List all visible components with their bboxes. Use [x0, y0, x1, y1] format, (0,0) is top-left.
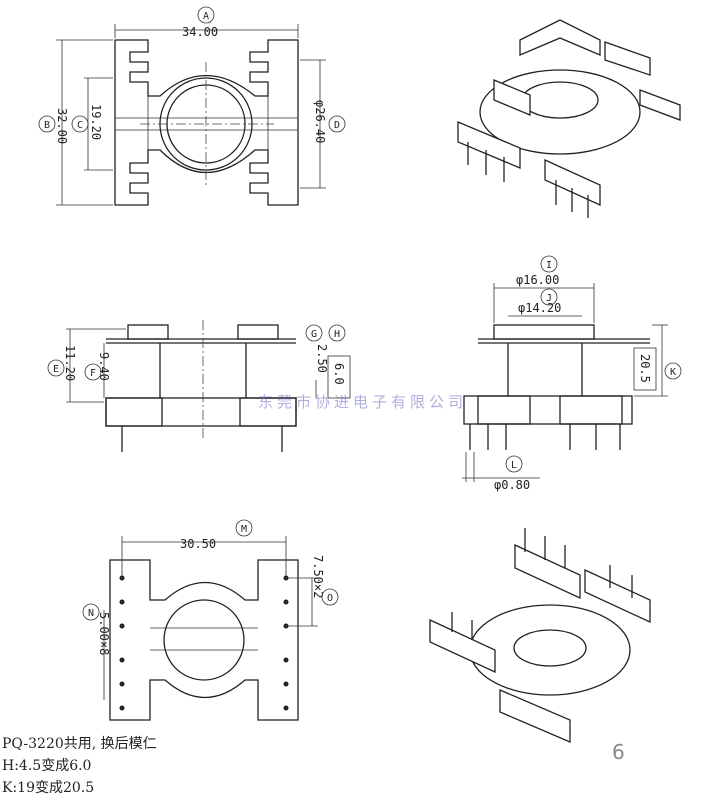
- dim-d-value: φ26.40: [313, 100, 327, 143]
- dim-c-label: C: [77, 120, 83, 131]
- bottom-view-pin-hole: [283, 705, 289, 711]
- dim-b-balloon: [38, 115, 56, 133]
- dim-i-label: I: [546, 260, 552, 271]
- notes: PQ-3220共用, 换后模仁 H:4.5变成6.0 K:19变成20.5: [2, 733, 157, 799]
- iso-pin-header-right: [544, 158, 601, 207]
- dim-e-balloon: [47, 359, 65, 377]
- dim-g-balloon: [305, 324, 323, 342]
- iso-bore: [521, 81, 599, 119]
- dim-k-balloon: [664, 362, 682, 380]
- side-left-top-boss: [127, 324, 169, 340]
- top-view: 34.00 A 32.00 B 19.20 C φ26.40 D: [38, 6, 346, 206]
- iso-right-clip: [639, 89, 681, 121]
- side-view-left: 11.20 E 9.40 F 2.50 G 6.0 H: [47, 320, 351, 452]
- dim-j-balloon: [540, 288, 558, 306]
- dim-l-value: φ0.80: [494, 478, 530, 492]
- side-left-top-boss: [237, 324, 279, 340]
- dim-l-balloon: [505, 455, 523, 473]
- dim-o-value: 7.50×2: [311, 555, 325, 598]
- bottom-view-outline: [109, 559, 299, 721]
- bottom-view-pin-hole: [119, 681, 125, 687]
- dim-a-balloon: [197, 6, 215, 24]
- iso-bottom-bore: [513, 629, 587, 667]
- dim-m-balloon: [235, 519, 253, 537]
- dim-k-box: [633, 347, 657, 391]
- iso-top-clip: [604, 41, 651, 76]
- note-line-2: H:4.5变成6.0: [2, 758, 92, 774]
- side-left-pin-block: [239, 397, 297, 427]
- dim-d-balloon: [328, 115, 346, 133]
- dim-k-label: K: [670, 367, 676, 378]
- dim-e-label: E: [53, 364, 59, 375]
- dim-a-label: A: [203, 11, 209, 22]
- side-view-right: φ16.00 I φ14.20 J 20.5 K φ0.80 L: [462, 255, 682, 492]
- dim-i-balloon: [540, 255, 558, 273]
- bottom-view-pin-hole: [119, 623, 125, 629]
- dim-j-label: J: [546, 293, 552, 304]
- dim-i-value: φ16.00: [516, 273, 559, 287]
- iso-left-clip: [493, 79, 531, 116]
- top-view-outline: [114, 39, 299, 206]
- iso-bottom-header-top-left: [514, 543, 581, 600]
- dim-n-value: 5.00×8: [97, 612, 111, 655]
- dim-f-balloon: [84, 363, 102, 381]
- bottom-view-pin-hole: [119, 657, 125, 663]
- bottom-view-pin-hole: [283, 657, 289, 663]
- dim-b-label: B: [44, 120, 50, 131]
- side-left-pin-block: [105, 397, 163, 427]
- side-right-pin-block: [559, 395, 623, 425]
- iso-bottom-header-top-right: [584, 568, 651, 624]
- bottom-view-bore: [163, 599, 245, 681]
- note-line-3: K:19变成20.5: [2, 780, 95, 796]
- dim-o-label: O: [327, 593, 333, 604]
- dim-f-label: F: [90, 368, 96, 379]
- watermark: 东莞市协进电子有限公司: [258, 393, 468, 411]
- dim-k-value: 20.5: [638, 354, 652, 383]
- dim-c-balloon: [71, 115, 89, 133]
- isometric-view-top: [457, 19, 681, 218]
- iso-top-rail: [519, 19, 601, 56]
- bottom-view-pin-hole: [283, 623, 289, 629]
- side-right-base: [463, 395, 633, 425]
- dim-h-label: H: [334, 329, 340, 340]
- bottom-view-pin-hole: [283, 575, 289, 581]
- dim-b-value: 32.00: [55, 108, 69, 144]
- bottom-view: 30.50 M 5.00×8 N 7.50×2 O: [82, 519, 339, 721]
- side-right-pin-block: [477, 395, 531, 425]
- dim-g-label: G: [311, 329, 317, 340]
- dim-h-value: 6.0: [332, 363, 346, 385]
- dim-n-balloon: [82, 603, 100, 621]
- page-number: 6: [612, 740, 625, 764]
- bottom-view-pin-hole: [283, 681, 289, 687]
- bottom-view-pin-hole: [119, 575, 125, 581]
- dim-n-label: N: [88, 608, 94, 619]
- iso-bottom-header-right: [499, 689, 571, 743]
- bottom-view-pin-hole: [119, 599, 125, 605]
- dim-m-value: 30.50: [180, 537, 216, 551]
- dim-l-label: L: [511, 460, 517, 471]
- dim-a-value: 34.00: [182, 25, 218, 39]
- dim-c-value: 19.20: [89, 104, 103, 140]
- side-right-top-boss: [493, 324, 595, 340]
- dim-o-balloon: [321, 588, 339, 606]
- iso-bottom-header-left: [429, 618, 496, 674]
- dim-j-value: φ14.20: [518, 301, 561, 315]
- note-line-1: PQ-3220共用, 换后模仁: [2, 736, 157, 752]
- bottom-view-pin-hole: [283, 599, 289, 605]
- dim-g-value: 2.50: [315, 344, 329, 373]
- isometric-view-bottom: [429, 528, 651, 743]
- dim-h-balloon: [328, 324, 346, 342]
- dim-d-label: D: [334, 120, 340, 131]
- dim-m-label: M: [241, 524, 247, 535]
- iso-pin-header-left: [457, 121, 521, 169]
- dim-e-value: 11.20: [63, 345, 77, 381]
- bottom-view-pin-hole: [119, 705, 125, 711]
- dim-h-box: [327, 355, 351, 399]
